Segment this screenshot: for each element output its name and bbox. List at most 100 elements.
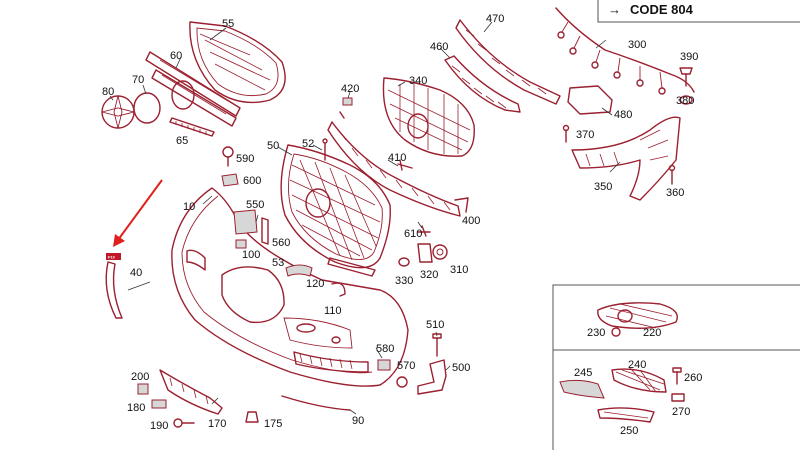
label-570: 570	[397, 360, 415, 372]
bracket-350-part	[571, 116, 681, 201]
bracket-550-part	[233, 209, 269, 245]
label-300: 300	[628, 39, 646, 51]
label-40: 40	[130, 267, 142, 279]
screw-420-part	[342, 97, 353, 106]
grille-240-part	[611, 367, 667, 393]
label-380: 380	[676, 95, 694, 107]
label-120: 120	[306, 278, 324, 290]
code-box: → CODE 804	[597, 0, 800, 23]
label-340: 340	[409, 75, 427, 87]
label-200: 200	[131, 371, 149, 383]
trim-strip-65-part	[169, 117, 215, 137]
clip-260-part	[672, 367, 682, 385]
label-50: 50	[267, 140, 279, 152]
grille-frame-part	[189, 21, 286, 104]
label-53: 53	[272, 257, 284, 269]
label-550: 550	[246, 199, 264, 211]
label-170: 170	[208, 418, 226, 430]
label-245: 245	[574, 367, 592, 379]
label-350: 350	[594, 181, 612, 193]
label-260: 260	[684, 372, 702, 384]
part-labels: 55 60 70 80 65 470 460 340 420 52 50 590…	[102, 13, 702, 437]
bolt-510-part	[432, 333, 442, 357]
module-480-part	[567, 85, 613, 115]
clip-200-part	[137, 383, 149, 395]
screw-52-part	[322, 138, 328, 161]
strip-90-part	[281, 395, 351, 411]
fog-cover-220-part	[597, 302, 678, 329]
screw-390-part	[679, 67, 693, 87]
code-box-arrow: →	[608, 2, 621, 17]
bracket-500-part	[417, 359, 447, 395]
label-370: 370	[576, 129, 594, 141]
label-360: 360	[666, 187, 684, 199]
label-52: 52	[302, 138, 314, 150]
trim-53-part	[285, 264, 313, 277]
guide-170-part	[159, 369, 223, 415]
label-240: 240	[628, 359, 646, 371]
label-580: 580	[376, 343, 394, 355]
label-10: 10	[183, 201, 195, 213]
label-175: 175	[264, 418, 282, 430]
grille-louvre-part	[145, 51, 241, 127]
clip-610-part	[417, 225, 431, 237]
screw-590-part	[222, 146, 234, 167]
trim-245-part	[559, 379, 605, 399]
screw-360-part	[668, 164, 676, 185]
screw-370-part	[562, 124, 570, 143]
label-230: 230	[587, 327, 605, 339]
label-55: 55	[222, 18, 234, 30]
label-180: 180	[127, 402, 145, 414]
label-420: 420	[341, 83, 359, 95]
trim-250-part	[597, 407, 655, 423]
label-190: 190	[150, 420, 168, 432]
label-610: 610	[404, 228, 422, 240]
nut-570-part	[396, 376, 408, 388]
marker-tag: F10	[106, 253, 121, 260]
label-510: 510	[426, 319, 444, 331]
bracket-120-part	[331, 282, 346, 297]
label-100: 100	[242, 249, 260, 261]
label-590: 590	[236, 153, 254, 165]
screw-190-part	[173, 418, 195, 428]
label-470: 470	[486, 13, 504, 25]
clip-180-part	[151, 399, 167, 409]
star-emblem-part	[101, 95, 135, 129]
grommet-110-part	[296, 323, 316, 333]
wiring-harness-part	[555, 7, 695, 95]
label-500: 500	[452, 362, 470, 374]
clip-175-part	[245, 411, 259, 423]
screw-410-part	[397, 159, 413, 171]
label-250: 250	[620, 425, 638, 437]
label-310: 310	[450, 264, 468, 276]
pointer-arrow	[113, 179, 163, 247]
label-410: 410	[388, 152, 406, 164]
clip-100-part	[235, 239, 247, 249]
inset-frame	[552, 284, 800, 450]
label-560: 560	[272, 237, 290, 249]
label-320: 320	[420, 269, 438, 281]
support-460-part	[444, 55, 521, 113]
label-90: 90	[352, 415, 364, 427]
label-480: 480	[614, 109, 632, 121]
part-380	[679, 95, 693, 105]
side-trim-part	[105, 261, 151, 319]
label-60: 60	[170, 50, 182, 62]
code-box-label: CODE 804	[630, 2, 694, 17]
leader-lines	[109, 21, 621, 415]
label-330: 330	[395, 275, 413, 287]
sensor-320-part	[417, 243, 433, 263]
label-400: 400	[462, 215, 480, 227]
label-70: 70	[132, 74, 144, 86]
label-600: 600	[243, 175, 261, 187]
sensor-310-part	[432, 244, 448, 260]
label-270: 270	[672, 406, 690, 418]
clip-580-part	[377, 359, 391, 371]
label-220: 220	[643, 327, 661, 339]
grille-340-part	[382, 77, 475, 157]
clip-600-part	[221, 173, 239, 187]
clip-270-part	[671, 393, 685, 402]
sensor-330-part	[398, 257, 410, 267]
label-460: 460	[430, 41, 448, 53]
crossmember-470-part	[455, 19, 561, 105]
